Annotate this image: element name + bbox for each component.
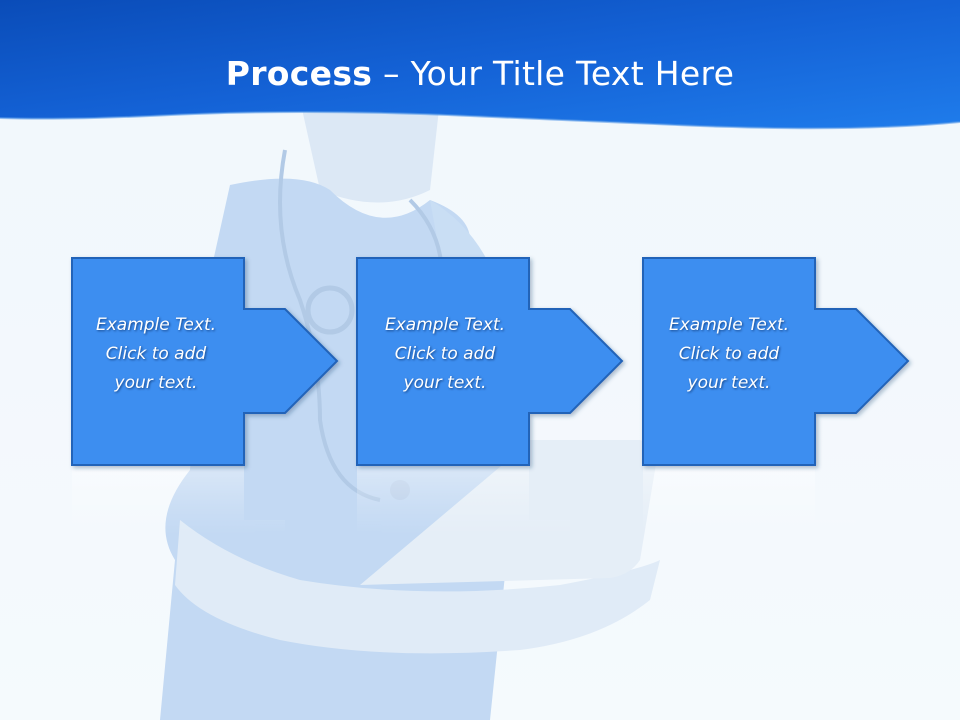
step-3-line-2: Click to add xyxy=(678,344,780,364)
step-1-arrow-box[interactable] xyxy=(71,257,339,466)
step-1-line-3: your text. xyxy=(114,373,198,393)
step-2-arrow-box[interactable] xyxy=(356,257,624,466)
step-3-line-1: Example Text. xyxy=(668,315,790,335)
step-3-text[interactable]: Example Text. Click to add your text. xyxy=(644,311,814,398)
slide-title[interactable]: Process – Your Title Text Here xyxy=(0,52,960,96)
step-reflections xyxy=(72,466,856,535)
title-rest-part: – Your Title Text Here xyxy=(372,54,735,93)
step-2-line-2: Click to add xyxy=(394,344,496,364)
step-2-line-3: your text. xyxy=(403,373,487,393)
step-2-line-1: Example Text. xyxy=(384,315,506,335)
title-bold-part: Process xyxy=(225,54,373,93)
header-banner xyxy=(0,0,960,130)
step-3-line-3: your text. xyxy=(687,373,771,393)
step-1-line-1: Example Text. xyxy=(95,315,217,335)
step-1-line-2: Click to add xyxy=(105,344,207,364)
step-3-arrow-box[interactable] xyxy=(642,257,910,466)
step-2-text[interactable]: Example Text. Click to add your text. xyxy=(360,311,530,398)
step-1-text[interactable]: Example Text. Click to add your text. xyxy=(71,311,241,398)
